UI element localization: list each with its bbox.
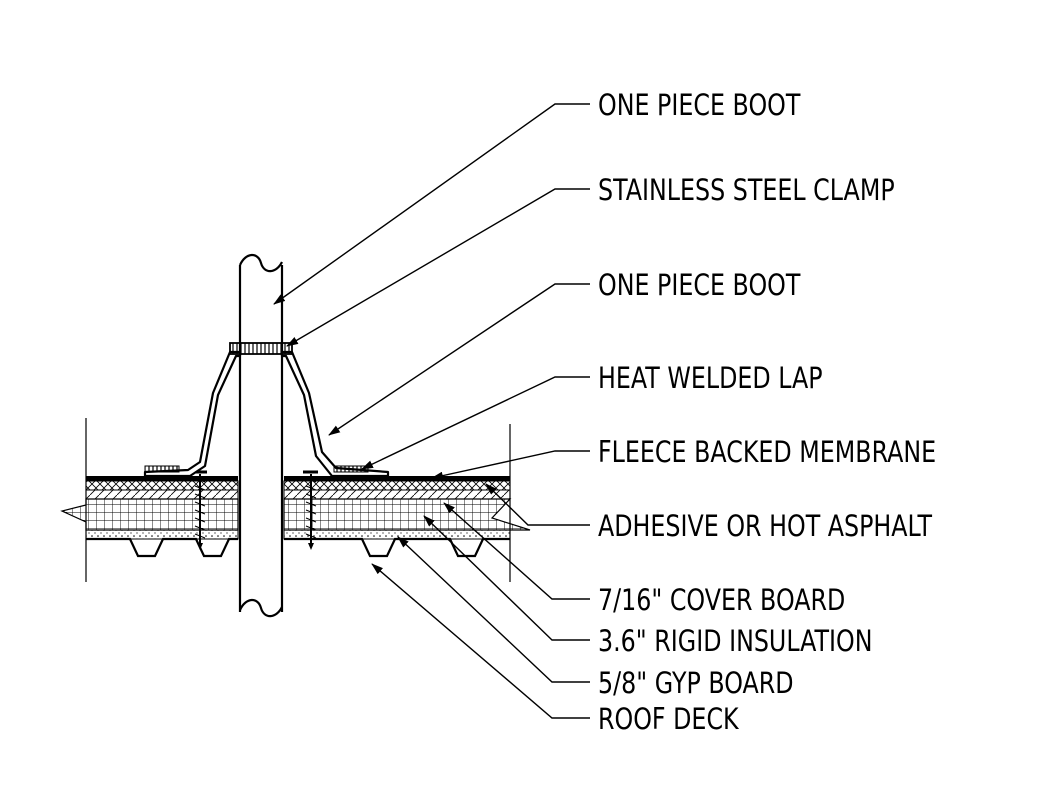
label-roof-deck: ROOF DECK [598,703,739,737]
cover-board-right [283,489,511,500]
insulation-right [283,498,531,531]
leader-fleece-backed-membrane [431,450,590,480]
one-piece-boot [143,350,390,478]
label-stainless-steel-clamp: STAINLESS STEEL CLAMP [598,174,895,208]
roof-assembly-left [60,418,239,582]
leader-one-piece-boot-top [273,103,590,305]
leader-roof-deck [371,563,590,719]
membrane-right [284,476,510,481]
fastener-right [303,470,318,550]
leader-gyp-board [397,536,590,683]
adhesive-layer-right [283,480,511,491]
label-cover-board: 7/16" COVER BOARD [598,584,845,618]
label-heat-welded-lap: HEAT WELDED LAP [598,362,823,396]
boot-left-side [143,350,242,478]
fastener-left [192,470,207,550]
label-rigid-insulation: 3.6" RIGID INSULATION [598,625,873,659]
leader-one-piece-boot-lower [328,283,590,436]
label-adhesive-or-hot-asphalt: ADHESIVE OR HOT ASPHALT [598,510,933,544]
leader-rigid-insulation [423,515,590,641]
callout-labels: ONE PIECE BOOT STAINLESS STEEL CLAMP ONE… [598,89,936,737]
label-fleece-backed-membrane: FLEECE BACKED MEMBRANE [598,436,936,470]
leader-adhesive-or-hot-asphalt [485,483,590,526]
leader-cover-board [443,502,590,600]
gyp-board-left [85,529,239,540]
label-one-piece-boot-lower: ONE PIECE BOOT [598,269,801,303]
roof-assembly-right [283,424,531,582]
boot-right-side [280,350,390,478]
membrane-left [86,476,238,481]
adhesive-layer-left [85,480,239,491]
insulation-left [60,498,239,531]
pipe [238,253,284,618]
cover-board-left [85,489,239,500]
stainless-steel-clamp-band [229,342,293,355]
label-gyp-board: 5/8" GYP BOARD [598,667,794,701]
leader-heat-welded-lap [361,376,590,470]
roof-deck-left [86,537,238,558]
leader-lines [273,103,590,719]
pipe-top-break [239,253,283,273]
roof-deck-right [284,537,510,558]
label-one-piece-boot-top: ONE PIECE BOOT [598,89,801,123]
weld-lap-left [144,465,180,473]
leader-stainless-steel-clamp [286,188,590,347]
pipe-bottom-break [239,598,283,618]
